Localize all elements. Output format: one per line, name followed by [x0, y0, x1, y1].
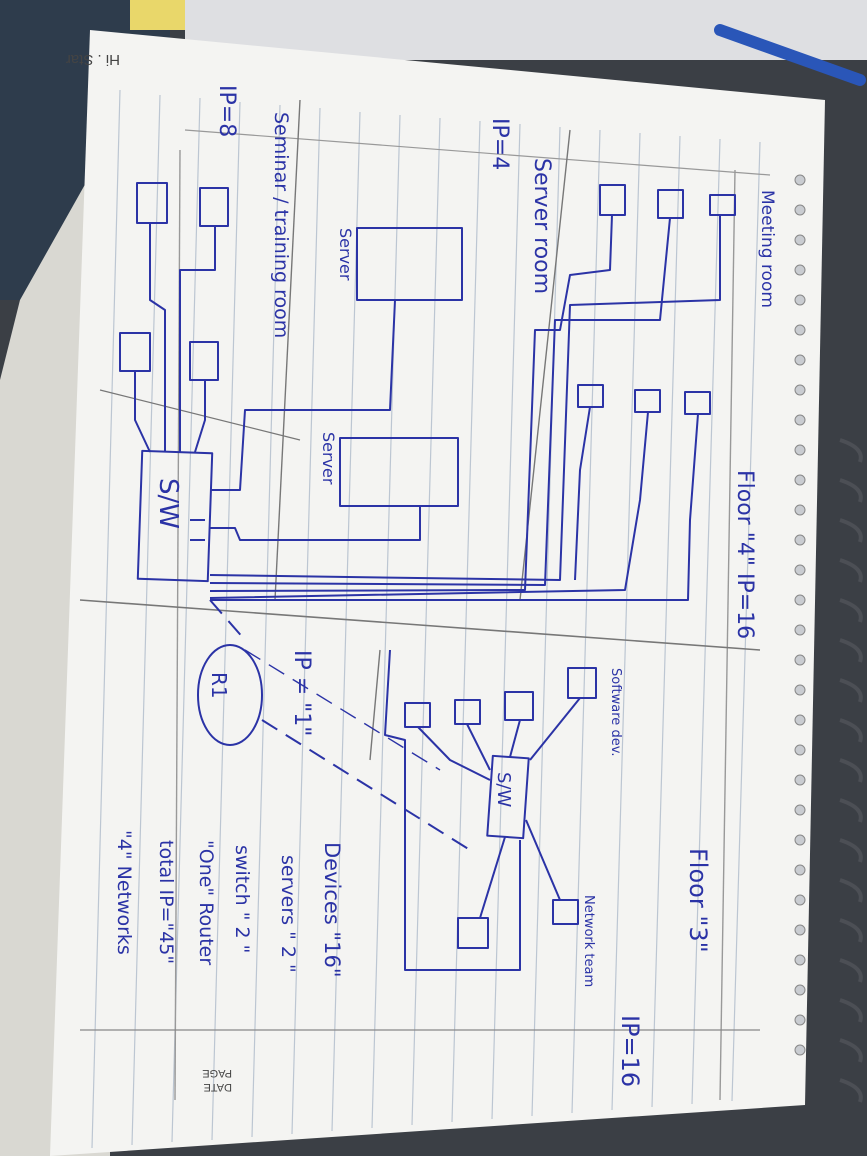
seminar-room-label: Seminar / training room: [270, 112, 292, 338]
server-box-1: [356, 227, 463, 301]
floor3-title: Floor "3": [684, 848, 712, 953]
device-f3-5: [552, 899, 579, 925]
summary-router: "One" Router: [195, 840, 217, 965]
device-f3-6: [457, 917, 489, 949]
net-team-label: Network team: [581, 895, 596, 987]
summary-networks: "4" Networks: [113, 830, 135, 955]
server-room-ip: IP=4: [487, 118, 512, 170]
device-seminar-1: [136, 182, 168, 224]
date-label: DATE: [203, 1081, 232, 1093]
router-ip: IP = "1": [289, 650, 314, 736]
summary-devices: Devices "16": [320, 842, 344, 977]
summary-switch: switch " 2 ": [231, 845, 253, 953]
server-box-2: [339, 437, 459, 507]
floor4-title: Floor "4" IP=16: [732, 470, 757, 639]
ruled-lines: [91, 89, 761, 1149]
seminar-ip: IP=8: [214, 85, 239, 137]
device-meeting-2: [657, 189, 684, 219]
router: [197, 644, 263, 746]
device-meeting-1: [709, 194, 736, 216]
device-f3-4: [404, 702, 431, 728]
floor4-switch: [136, 449, 214, 583]
server-label-1: Server: [336, 228, 355, 281]
meeting-room-label: Meeting room: [757, 190, 777, 308]
floor4-switch-label: S/W: [153, 478, 183, 529]
summary-total: total IP="45": [155, 840, 177, 964]
spiral-coil: [839, 438, 863, 1103]
page-label: PAGE: [202, 1067, 232, 1079]
device-meeting-4: [577, 384, 604, 408]
software-dev-label: Software dev.: [608, 668, 623, 757]
server-label-2: Server: [319, 432, 338, 485]
floor3-ip: IP=16: [616, 1015, 644, 1087]
device-f3-1: [567, 667, 597, 699]
spiral-holes: [794, 174, 806, 1056]
brand-text: Hi . Star: [66, 51, 120, 68]
summary-servers: servers " 2 ": [277, 855, 299, 973]
floor-divider: [79, 599, 761, 651]
floor3-switch-label: S/W: [493, 772, 514, 807]
router-label: R1: [207, 672, 231, 699]
device-meeting-3: [599, 184, 626, 216]
server-room-label: Server room: [529, 158, 554, 294]
